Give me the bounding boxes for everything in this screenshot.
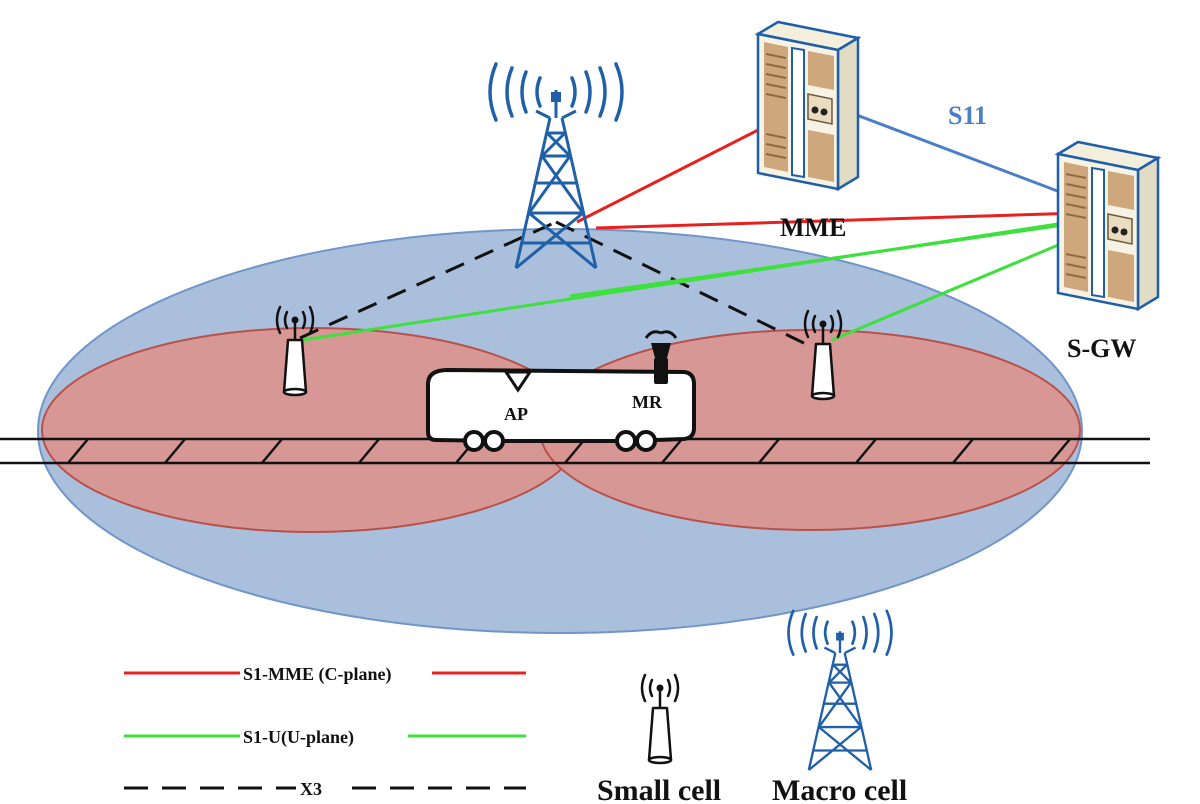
- mme-label: MME: [780, 213, 846, 242]
- legend-small-cell-label: Small cell: [597, 774, 721, 804]
- railway-track: [0, 437, 1150, 465]
- legend-macro-cell-icon: [787, 609, 893, 772]
- train-icon: [426, 330, 696, 452]
- mr-antenna-icon: [644, 330, 678, 384]
- legend-s1-mme-label: S1-MME (C-plane): [243, 664, 391, 685]
- s11-label: S11: [948, 101, 987, 130]
- sgw-server-icon: [1056, 140, 1160, 311]
- legend-small-cell-icon: [640, 673, 680, 765]
- x3-links: [299, 220, 819, 352]
- legend-macro-cell-label: Macro cell: [772, 774, 907, 804]
- sgw-label: S-GW: [1067, 334, 1136, 363]
- ap-label: AP: [504, 404, 528, 424]
- s1-mme-links: [576, 126, 1113, 230]
- legend-s1-u-label: S1-U(U-plane): [243, 727, 354, 748]
- legend: S1-MME (C-plane) S1-U(U-plane) X3 Small …: [124, 609, 907, 804]
- mr-label: MR: [632, 392, 663, 412]
- ap-antenna-icon: [503, 370, 533, 393]
- mme-server-icon: [756, 20, 860, 191]
- legend-x3-label: X3: [300, 779, 322, 799]
